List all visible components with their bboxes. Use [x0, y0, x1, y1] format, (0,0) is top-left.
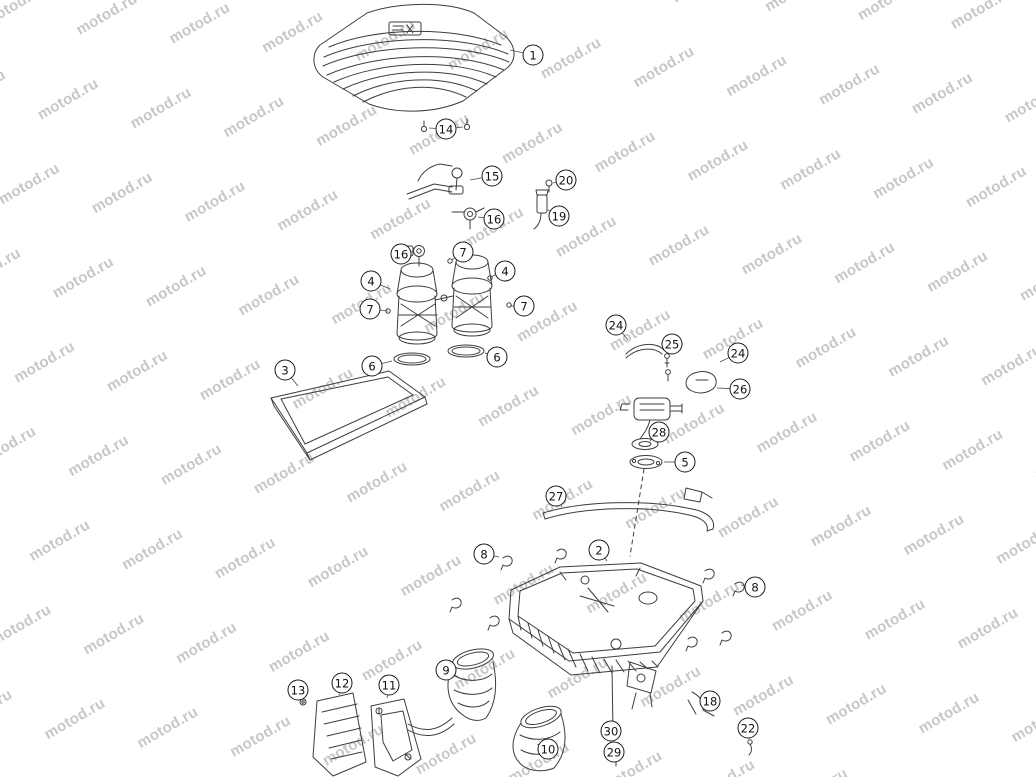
callout-3-20: 3 [274, 359, 296, 381]
callout-26-15: 26 [729, 378, 751, 400]
callout-1-0: 1 [522, 44, 544, 66]
callout-4-9: 4 [360, 270, 382, 292]
callout-11-28: 11 [378, 674, 400, 696]
callout-16-4: 16 [483, 208, 505, 230]
callout-8-24: 8 [744, 576, 766, 598]
callout-19-5: 19 [548, 205, 570, 227]
callout-10-32: 10 [537, 738, 559, 760]
callout-25-13: 25 [661, 333, 683, 355]
callout-18-29: 18 [699, 690, 721, 712]
callout-8-22: 8 [473, 543, 495, 565]
callout-7-7: 7 [452, 241, 474, 263]
callout-7-10: 7 [359, 298, 381, 320]
callout-9-25: 9 [435, 659, 457, 681]
callout-24-12: 24 [605, 314, 627, 336]
callout-2-23: 2 [588, 539, 610, 561]
callout-12-27: 12 [331, 672, 353, 694]
callout-28-16: 28 [648, 421, 670, 443]
callout-6-19: 6 [486, 346, 508, 368]
callout-27-21: 27 [545, 485, 567, 507]
callout-30-30: 30 [600, 720, 622, 742]
callout-7-11: 7 [513, 295, 535, 317]
callout-13-26: 13 [287, 679, 309, 701]
callout-20-3: 20 [555, 169, 577, 191]
callout-4-8: 4 [494, 260, 516, 282]
callout-5-17: 5 [674, 451, 696, 473]
callout-24-14: 24 [727, 342, 749, 364]
callout-15-2: 15 [481, 165, 503, 187]
callout-29-33: 29 [603, 741, 625, 763]
callout-22-31: 22 [737, 717, 759, 739]
callout-6-18: 6 [361, 355, 383, 377]
callout-16-6: 16 [390, 243, 412, 265]
callout-14-1: 14 [435, 118, 457, 140]
